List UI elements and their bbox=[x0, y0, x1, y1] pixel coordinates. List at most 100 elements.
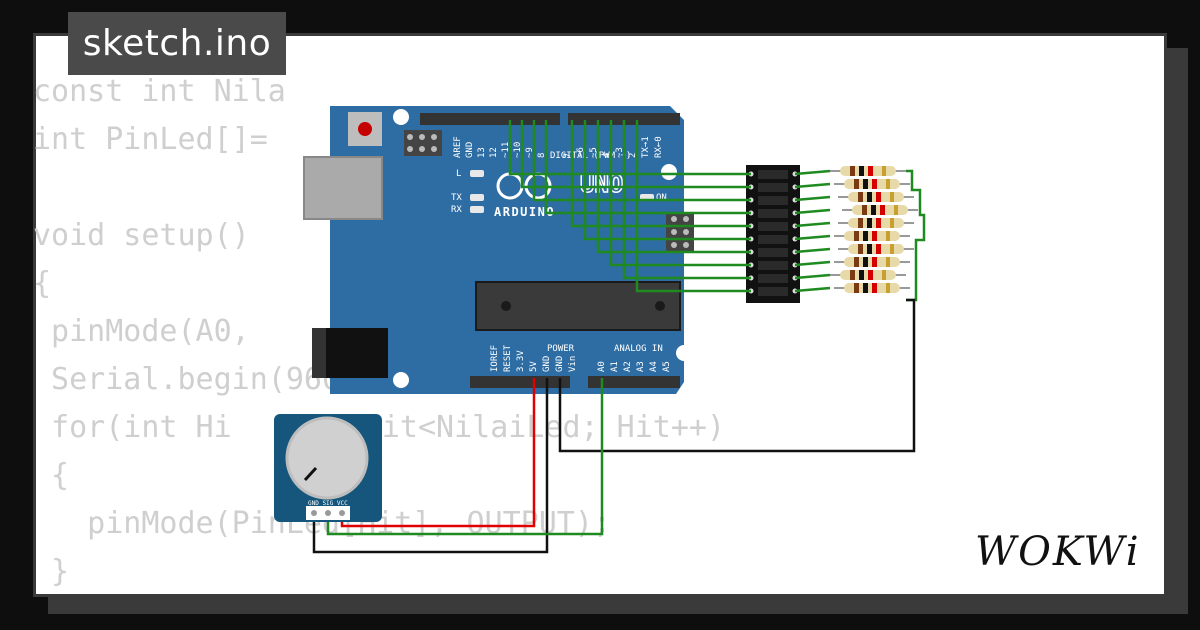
digital-header[interactable] bbox=[420, 113, 680, 125]
led-segment bbox=[758, 248, 788, 257]
resistor[interactable] bbox=[834, 231, 910, 241]
potentiometer[interactable]: GND SIG VCC bbox=[274, 414, 382, 522]
digital-pin-label: ~3 bbox=[615, 147, 625, 158]
mount-hole bbox=[676, 345, 692, 361]
wire-green bbox=[609, 120, 751, 267]
power-analog-header[interactable] bbox=[470, 376, 680, 388]
digital-pin-label: TX→1 bbox=[641, 136, 651, 158]
potentiometer-knob-icon[interactable] bbox=[285, 416, 369, 500]
power-pin-label: GND bbox=[542, 356, 552, 372]
power-label: POWER bbox=[547, 344, 575, 354]
digital-pin-label: ~10 bbox=[513, 142, 523, 158]
led-segment bbox=[758, 274, 788, 283]
power-jack-icon bbox=[312, 328, 388, 378]
led-label: TX bbox=[451, 193, 462, 203]
atmega-chip bbox=[475, 281, 681, 331]
wire-green bbox=[794, 273, 831, 280]
wire-green bbox=[794, 208, 831, 215]
wire-green bbox=[794, 182, 831, 189]
reset-button-icon[interactable] bbox=[348, 112, 382, 146]
digital-pin-label: RX←0 bbox=[654, 136, 664, 158]
led-segment bbox=[758, 222, 788, 231]
wire-green bbox=[794, 234, 831, 241]
led-segment bbox=[758, 235, 788, 244]
wire-green bbox=[794, 247, 831, 254]
wire-green bbox=[906, 169, 926, 302]
digital-pin-label: ~11 bbox=[501, 142, 511, 158]
wire-green bbox=[544, 120, 751, 215]
pot-pin-labels: GND SIG VCC bbox=[308, 500, 348, 507]
resistor[interactable] bbox=[838, 192, 914, 202]
mount-hole bbox=[393, 109, 409, 125]
analog-pin-label: A5 bbox=[662, 361, 672, 372]
led-bar-graph[interactable] bbox=[746, 165, 800, 303]
wire-green bbox=[794, 286, 831, 293]
resistor[interactable] bbox=[838, 218, 914, 228]
digital-pin-label: ~6 bbox=[576, 147, 586, 158]
brand-label: ARDUINO bbox=[494, 205, 555, 219]
usb-port-icon bbox=[303, 156, 383, 220]
led-label: RX bbox=[451, 205, 462, 215]
resistor-array[interactable] bbox=[830, 166, 918, 293]
mount-hole bbox=[393, 372, 409, 388]
resistor[interactable] bbox=[834, 283, 910, 293]
analog-pin-label: A2 bbox=[623, 361, 633, 372]
resistor[interactable] bbox=[842, 205, 918, 215]
digital-pin-label: AREF bbox=[453, 136, 463, 158]
led-label: L bbox=[456, 169, 461, 179]
power-pin-label: GND bbox=[555, 356, 565, 372]
wire-green bbox=[622, 120, 751, 280]
digital-pin-label: 12 bbox=[489, 147, 499, 158]
power-pin-label: IOREF bbox=[490, 345, 500, 372]
led-segment bbox=[758, 261, 788, 270]
digital-pin-label: 2 bbox=[628, 153, 638, 158]
mount-hole bbox=[661, 164, 677, 180]
analog-pin-label: A3 bbox=[636, 361, 646, 372]
wire-green bbox=[583, 120, 751, 241]
analog-pin-label: A1 bbox=[610, 361, 620, 372]
analog-pin-label: A0 bbox=[597, 361, 607, 372]
wire-green bbox=[794, 260, 831, 267]
resistor[interactable] bbox=[834, 257, 910, 267]
led-segment bbox=[758, 209, 788, 218]
digital-pin-label: 8 bbox=[537, 153, 547, 158]
code-line: } bbox=[33, 554, 70, 589]
wire-green bbox=[794, 169, 831, 176]
digital-pin-label: GND bbox=[465, 142, 475, 158]
wokwi-logo: WOKWi bbox=[975, 529, 1141, 575]
resistor[interactable] bbox=[838, 244, 914, 254]
digital-pin-label: ~5 bbox=[589, 147, 599, 158]
code-line: { bbox=[33, 458, 70, 493]
resistor[interactable] bbox=[830, 166, 906, 176]
resistor[interactable] bbox=[830, 270, 906, 280]
digital-pin-label: ~9 bbox=[525, 147, 535, 158]
on-label: ON bbox=[656, 193, 667, 203]
wire-black bbox=[558, 298, 916, 453]
wire-green bbox=[508, 120, 751, 176]
power-pin-label: 3.3V bbox=[516, 350, 526, 372]
code-line: void setup() bbox=[33, 218, 250, 253]
analog-label: ANALOG IN bbox=[614, 344, 663, 354]
led-segment bbox=[758, 183, 788, 192]
power-pin-label: 5V bbox=[529, 361, 539, 372]
led-segment bbox=[758, 170, 788, 179]
power-pin-label: RESET bbox=[503, 344, 513, 372]
digital-pin-label: 4 bbox=[602, 153, 612, 158]
icsp-header bbox=[404, 130, 442, 156]
wires bbox=[312, 120, 926, 554]
led-segment bbox=[758, 196, 788, 205]
wire-green bbox=[635, 120, 751, 293]
icsp2-header bbox=[666, 212, 694, 252]
wire-green bbox=[596, 120, 751, 254]
digital-label: DIGITAL (PWM ~) bbox=[550, 151, 631, 161]
power-pin-label: Vin bbox=[568, 356, 578, 372]
resistor[interactable] bbox=[834, 179, 910, 189]
arduino-uno-board[interactable]: DIGITAL (PWM ~) L TX RX ON ARDUINO UNO P… bbox=[303, 106, 694, 394]
sketch-tab[interactable]: sketch.ino bbox=[68, 12, 286, 75]
digital-pin-label: 7 bbox=[563, 153, 573, 158]
wire-green bbox=[794, 195, 831, 202]
led-segment bbox=[758, 287, 788, 296]
onboard-leds bbox=[470, 170, 654, 213]
